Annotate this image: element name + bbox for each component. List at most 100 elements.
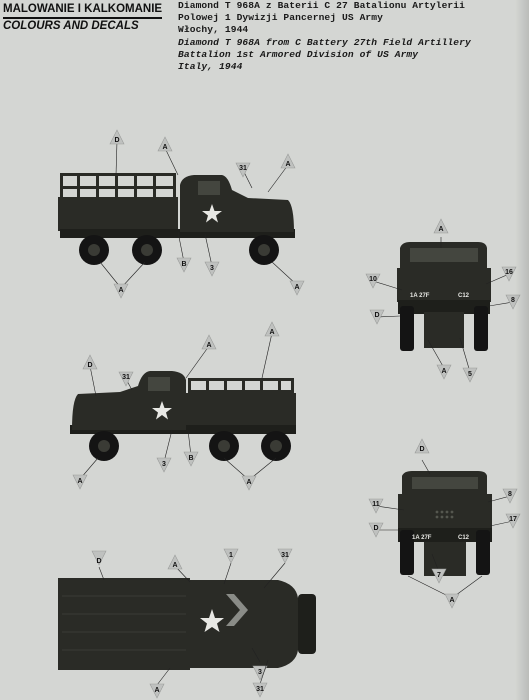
callout-triangle [431,568,447,584]
callout-1: 1 [229,552,233,559]
callout-5: 5 [468,371,472,378]
caption-pl-line-3: Włochy, 1944 [178,24,249,36]
callout-17: 17 [509,516,517,523]
callout-D: D [374,312,379,319]
callout-triangle [369,309,385,325]
allied-star [202,204,222,223]
callout-D: D [419,446,424,453]
truck-front-2: 1A 27F C12 D 11 8 D 17 7 A [368,438,521,609]
callout-3: 3 [210,265,214,272]
callout-B: B [188,455,193,462]
callout-A: A [285,161,290,168]
caption-en-line-3: Italy, 1944 [178,61,243,73]
bumper-marking: 1A 27F [412,535,432,541]
callout-31: 31 [256,686,264,693]
caption-en-line-1: Diamond T 968A from C Battery 27th Field… [178,36,471,48]
callout-triangle [167,554,183,570]
title-english: COLOURS AND DECALS [3,20,139,32]
callout-triangle [280,153,296,169]
callout-triangle [204,261,220,277]
callout-16: 16 [505,269,513,276]
callout-A: A [449,597,454,604]
callout-31: 31 [281,552,289,559]
callout-B: B [181,261,186,268]
callout-triangle [149,683,165,699]
callout-A: A [172,562,177,569]
cargo-rails [188,378,294,396]
callout-3: 3 [162,461,166,468]
callout-triangle [82,354,98,370]
callout-3: 3 [258,669,262,676]
callout-triangle [183,451,199,467]
cab-and-hood [180,175,294,232]
callout-triangle [365,273,381,289]
callout-triangle [264,321,280,337]
truck-top-view: D A 1 31 A 3 31 [58,548,316,699]
callout-triangle [91,550,107,566]
callout-triangle [252,682,268,698]
callout-31: 31 [122,374,130,381]
callout-A: A [154,687,159,694]
callout-triangle [289,280,305,296]
callout-triangle [157,136,173,152]
callout-8: 8 [511,297,515,304]
callout-7: 7 [437,572,441,579]
vehicle-caption: Diamond T 968A z Baterii C 27 Batalionu … [178,0,518,73]
callout-A: A [206,342,211,349]
callout-D: D [114,137,119,144]
bumper-marking: C12 [458,293,470,299]
callout-A: A [162,144,167,151]
bumper-marking: C12 [458,535,470,541]
callout-triangle [118,371,134,387]
callout-triangle [433,218,449,234]
callout-D: D [373,525,378,532]
callout-A: A [294,284,299,291]
callout-triangle [241,475,257,491]
callout-triangle [72,474,88,490]
callout-A: A [269,329,274,336]
callout-D: D [87,362,92,369]
cargo-bed-top [58,578,190,670]
callout-8: 8 [508,491,512,498]
callout-triangle [201,334,217,350]
callout-triangle [109,129,125,145]
callout-triangle [368,522,384,538]
callout-triangle [223,548,239,564]
caption-en-line-2: Battalion 1st Armored Division of US Arm… [178,48,419,60]
callout-triangle [436,364,452,380]
title-polish: MALOWANIE I KALKOMANIE [3,2,163,19]
callout-triangle [113,283,129,299]
callout-triangle [444,593,460,609]
callout-triangle [156,457,172,473]
cargo-bed [58,197,178,231]
cab-window [148,377,170,391]
callout-triangle [501,266,517,282]
cargo-rails [60,173,176,199]
callout-triangle [235,162,251,178]
callout-triangle [368,498,384,514]
callout-10: 10 [369,276,377,283]
caption-pl-line-2: Polowej 1 Dywizji Pancernej US Army [178,12,384,24]
callout-triangle [414,438,430,454]
callout-A: A [77,478,82,485]
truck-side-right: D A 31 A B 3 A A [58,129,305,299]
callout-A: A [438,226,443,233]
callout-triangle [176,257,192,273]
truck-side-left: D 31 A A B 3 A A [70,321,296,491]
callout-31: 31 [239,165,247,172]
callout-triangle [502,488,518,504]
allied-star [152,401,172,420]
cab-hood-top [190,580,298,668]
callout-A: A [441,368,446,375]
callout-triangle [277,548,293,564]
callout-A: A [118,287,123,294]
caption-pl-line-1: Diamond T 968A z Baterii C 27 Batalionu … [178,0,466,11]
allied-star [200,609,224,632]
truck-front-1: 1A 27F C12 A 10 16 8 D A 5 [365,218,521,383]
bumper-marking: 1A 27F [410,293,430,299]
callout-D: D [96,558,101,565]
callout-11: 11 [372,501,380,508]
cargo-bed [186,393,296,427]
